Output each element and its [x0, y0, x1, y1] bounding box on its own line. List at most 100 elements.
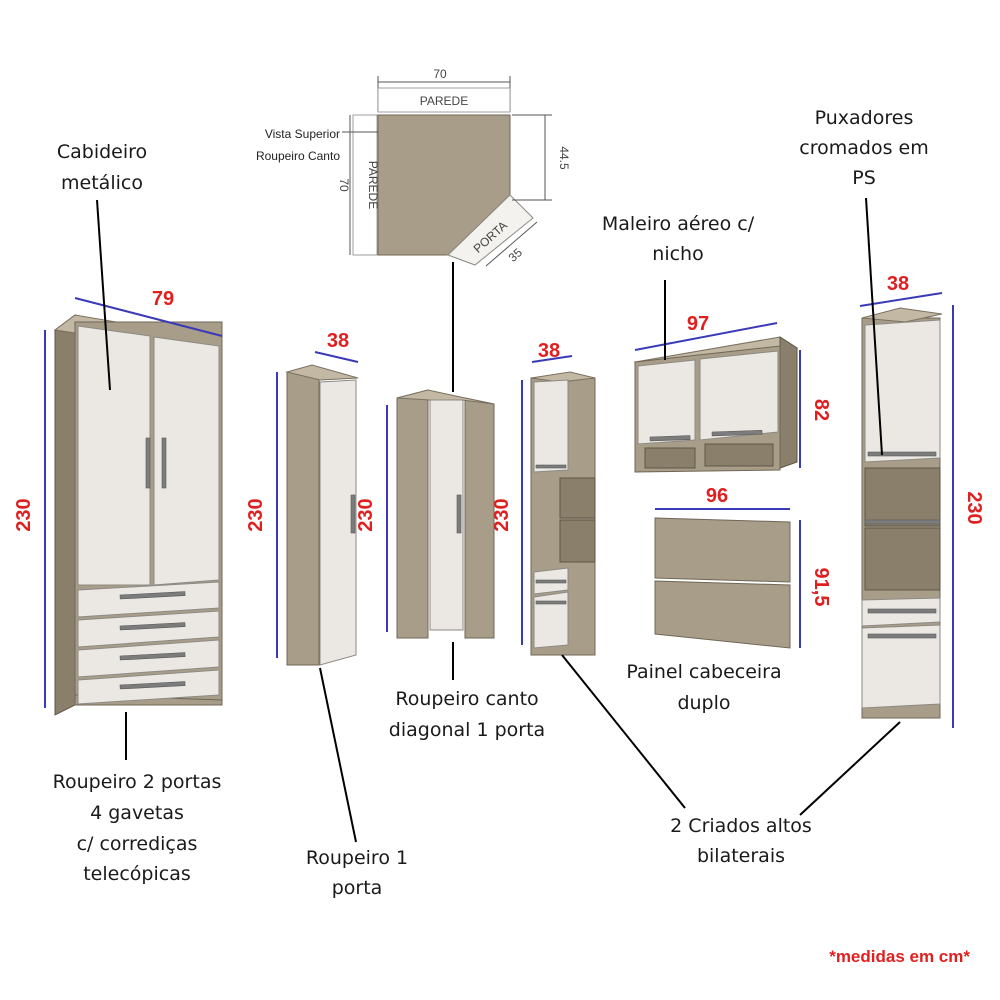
nightstand-left-width-dimline — [531, 355, 573, 363]
wardrobe1-height-label: 230 — [245, 498, 267, 531]
wardrobe2-height-label: 230 — [13, 498, 35, 531]
wardrobe-1-door: 38 230 — [245, 330, 359, 666]
nightstand-right-niche-1 — [864, 467, 941, 527]
wardrobe2-handle-left — [145, 437, 151, 489]
overhead-door-right — [699, 350, 779, 441]
wardrobe1-side — [286, 371, 320, 666]
top-view: 70 PAREDE 70 PAREDE 44.5 PORTA 35 Vista … — [256, 67, 571, 267]
label-maleiro-2: nicho — [652, 243, 703, 265]
label-roupeiro2-2: 4 gavetas — [90, 802, 184, 824]
nightstand-left-niche-1 — [559, 477, 596, 519]
wardrobe1-top — [285, 364, 359, 381]
nightstand-left-handle-bottom — [535, 600, 567, 605]
top-wall-left-label: PAREDE — [366, 161, 380, 209]
nightstand-left-door-top — [533, 379, 569, 473]
nightstand-right-handle-top — [867, 451, 937, 457]
nightstand-left-niche-2 — [559, 519, 596, 563]
wardrobe2-drawer-handle-3 — [119, 652, 186, 661]
corner-height-label: 230 — [355, 498, 377, 531]
units-note: *medidas em cm* — [829, 947, 970, 966]
wardrobe2-door-right — [153, 336, 220, 586]
leader-criado-left — [561, 654, 686, 809]
top-depth-label: 70 — [337, 178, 351, 192]
leader-criado-right — [799, 721, 901, 816]
top-wall-top-box — [377, 87, 511, 113]
wardrobe2-drawer-handle-2 — [119, 622, 186, 631]
tall-nightstand-right: 38 230 — [859, 273, 985, 728]
top-door-dim-label: 35 — [506, 245, 526, 265]
top-door-dimline — [485, 221, 538, 267]
wardrobe2-drawer-1 — [77, 581, 220, 618]
top-view-door — [447, 194, 534, 266]
wardrobe-2-doors: 79 230 — [13, 288, 223, 716]
text-labels: Cabideiro metálico Puxadores cromados em… — [53, 107, 971, 966]
label-puxadores-3: PS — [852, 167, 876, 189]
nightstand-right-width-dimline — [859, 292, 943, 307]
nightstand-right-niche-2 — [864, 527, 941, 591]
nightstand-right-width-label: 38 — [887, 273, 909, 295]
nightstand-left-width-label: 38 — [538, 340, 560, 362]
label-roupeiro1-1: Roupeiro 1 — [306, 847, 408, 869]
overhead-handle-right — [711, 429, 763, 437]
top-wall-left-box — [352, 114, 378, 256]
leader-lines — [96, 197, 901, 843]
wardrobe2-side — [54, 314, 76, 716]
label-puxadores-2: cromados em — [799, 137, 928, 159]
label-roupeiro1-2: porta — [332, 877, 383, 899]
headboard-panel-top — [654, 517, 791, 583]
label-cabideiro-2: metálico — [61, 172, 143, 194]
label-criados-1: 2 Criados altos — [670, 815, 812, 837]
wardrobe1-handle — [350, 494, 356, 534]
wardrobe2-handle-right — [161, 437, 167, 489]
wardrobe2-width-dimline — [74, 297, 223, 337]
wardrobe2-drawer-handle-1 — [119, 591, 186, 600]
headboard-panel: 96 91,5 — [654, 485, 832, 649]
wardrobe1-width-dimline — [314, 351, 359, 363]
headboard-panel-bottom — [654, 580, 791, 649]
overhead-cabinet: 97 82 — [633, 313, 832, 473]
overhead-width-label: 97 — [687, 313, 709, 335]
overhead-door-left — [637, 359, 696, 445]
wardrobe2-drawer-2 — [77, 610, 220, 648]
corner-handle — [456, 494, 462, 534]
overhead-height-label: 82 — [810, 399, 832, 421]
top-wall-top-label: PAREDE — [420, 94, 468, 108]
nightstand-right-top — [861, 307, 943, 323]
label-criados-2: bilaterais — [697, 845, 785, 867]
corner-right — [464, 397, 495, 639]
label-roupeiro2-3: c/ corrediças — [77, 833, 198, 855]
headboard-height-label: 91,5 — [810, 568, 832, 607]
nightstand-right-door-top — [864, 319, 941, 463]
corner-door — [429, 399, 464, 631]
label-puxadores-1: Puxadores — [815, 107, 914, 129]
wardrobe2-drawer-handle-4 — [119, 681, 186, 690]
nightstand-right-door-bottom — [861, 624, 941, 709]
label-canto-2: diagonal 1 porta — [389, 719, 545, 741]
overhead-handle-left — [649, 435, 691, 442]
overhead-width-dimline — [634, 322, 778, 351]
label-painel-2: duplo — [677, 692, 730, 714]
wardrobe1-door — [319, 379, 357, 666]
nightstand-right-handle-drawer — [867, 608, 937, 614]
nightstand-left-door-bottom — [533, 591, 569, 649]
nightstand-right-height-label: 230 — [963, 491, 985, 524]
label-canto-1: Roupeiro canto — [395, 688, 538, 710]
label-roupeiro2-1: Roupeiro 2 portas — [53, 771, 222, 793]
leader-cabideiro — [96, 199, 111, 391]
nightstand-left-height-label: 230 — [491, 498, 513, 531]
overhead-niche-left — [644, 447, 696, 469]
wardrobe2-width-label: 79 — [152, 288, 174, 310]
wardrobe1-width-label: 38 — [327, 330, 349, 352]
nightstand-right-shelf — [864, 519, 941, 525]
label-painel-1: Painel cabeceira — [626, 661, 781, 683]
nightstand-right-handle-bottom — [867, 633, 937, 639]
label-roupeiro2-4: telecópicas — [83, 863, 191, 885]
top-title-line1: Vista Superior — [265, 127, 340, 141]
overhead-side — [779, 336, 798, 469]
wardrobe2-door-left — [77, 325, 151, 586]
tall-nightstand-left: 38 230 — [491, 340, 596, 656]
top-width-label: 70 — [433, 67, 447, 81]
label-maleiro-1: Maleiro aéreo c/ — [602, 213, 755, 235]
headboard-width-label: 96 — [706, 485, 728, 507]
